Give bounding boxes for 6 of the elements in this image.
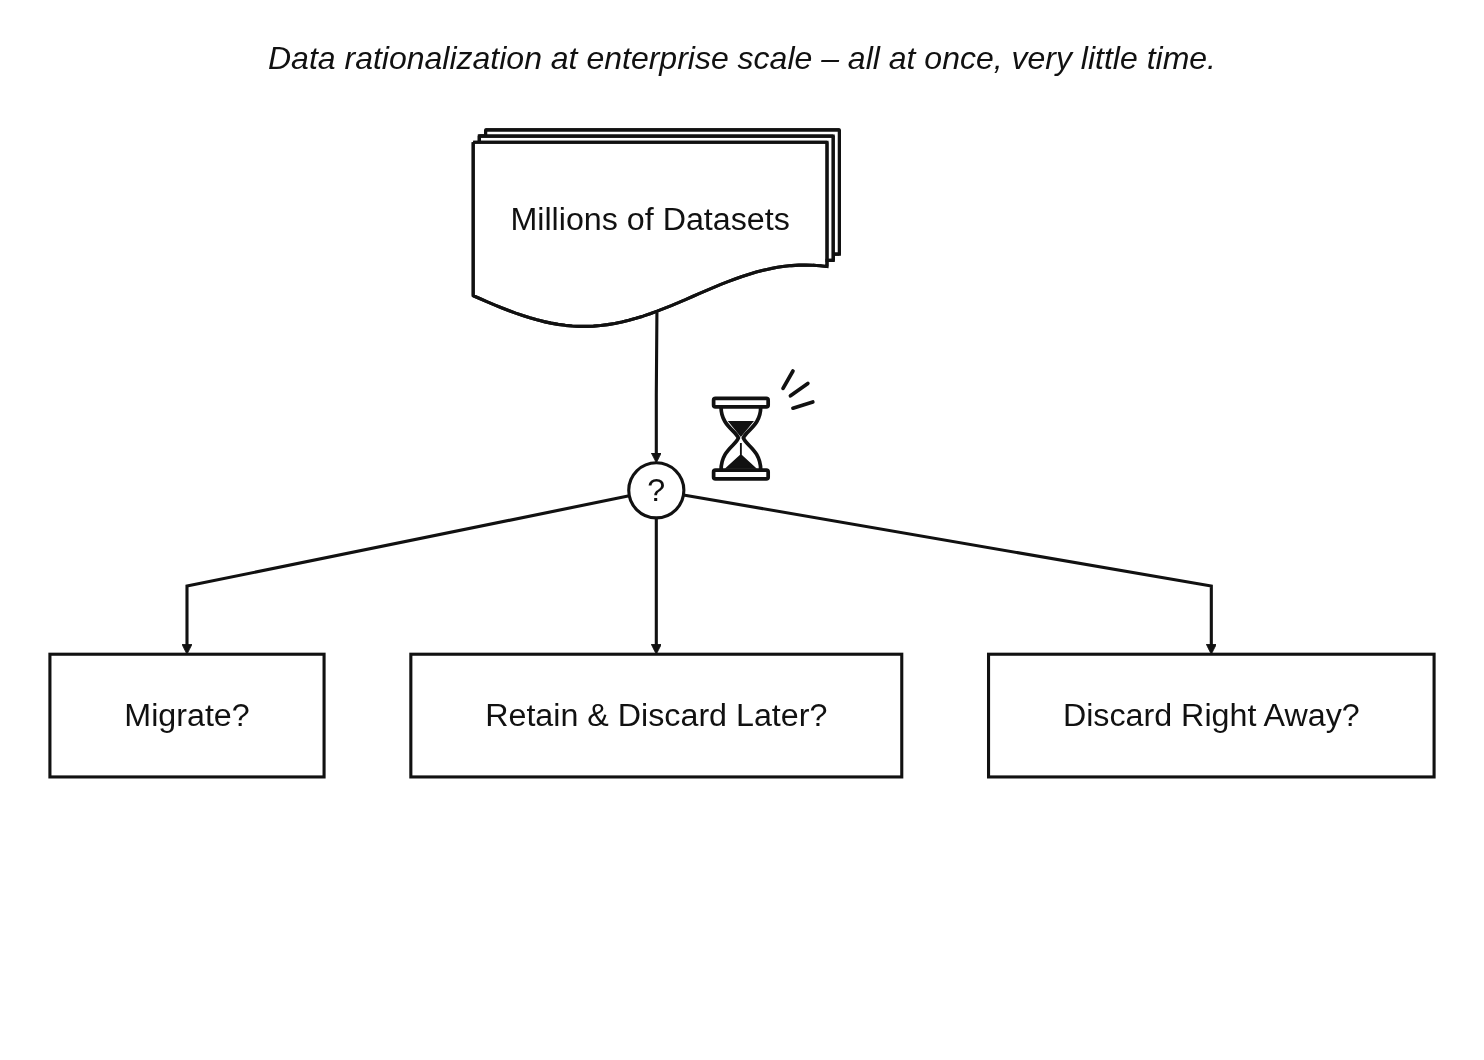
node-box: Migrate? (48, 652, 326, 779)
node-box: Retain & Discard Later? (409, 652, 904, 779)
node-box: Discard Right Away? (987, 652, 1436, 779)
arrow (650, 517, 662, 655)
diagram-title: Data rationalization at enterprise scale – all at once, very little time. (268, 40, 1216, 76)
node-circle: ? (627, 461, 686, 520)
